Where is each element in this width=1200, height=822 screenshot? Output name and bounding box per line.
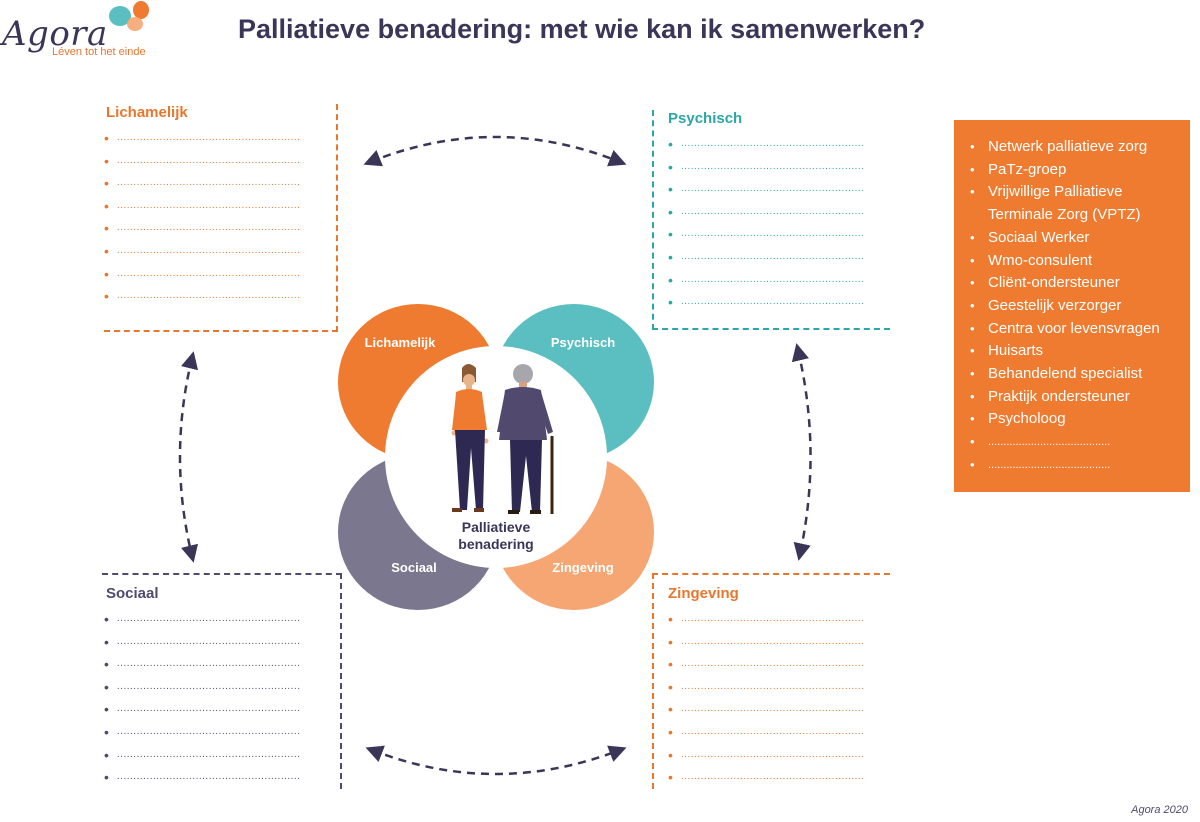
- list-item: •.......................................…: [668, 248, 865, 265]
- list-item: •.......................................…: [104, 746, 301, 763]
- list-item: •.......................................…: [104, 220, 301, 237]
- arrow-right: [791, 343, 812, 561]
- elderly-man-figure-icon: [497, 364, 554, 514]
- petal-label-sociaal: Sociaal: [391, 560, 437, 575]
- footer-credit: Agora 2020: [1131, 804, 1188, 816]
- list-item: •.......................................…: [668, 678, 865, 695]
- list-item: •PaTz-groep: [970, 160, 1067, 178]
- logo-wordmark: Agora: [2, 14, 108, 54]
- list-item: •Psycholoog: [970, 410, 1066, 428]
- quadrant-sociaal: Sociaal •...............................…: [102, 573, 342, 789]
- list-item: •.......................................…: [104, 175, 301, 192]
- logo-tagline: Léven tot het einde: [52, 46, 146, 58]
- quadrant-title: Psychisch: [668, 110, 743, 127]
- list-item: •.......................................…: [104, 242, 301, 259]
- list-item: •.......................................…: [104, 701, 301, 718]
- quadrant-list: •.......................................…: [654, 608, 890, 789]
- petal-label-zingeving: Zingeving: [552, 560, 613, 575]
- list-item: •.......................................…: [668, 611, 865, 627]
- list-item: •Sociaal Werker: [970, 228, 1090, 246]
- quadrant-lichamelijk: Lichamelijk •...........................…: [104, 104, 338, 332]
- quadrant-title: Zingeving: [668, 585, 739, 602]
- list-item: •.......................................…: [668, 136, 865, 152]
- quadrant-title: Lichamelijk: [106, 104, 188, 121]
- center-caption-line2: benadering: [458, 536, 533, 552]
- list-item: •Cliënt-ondersteuner: [970, 274, 1120, 292]
- list-item: •.......................................…: [104, 723, 301, 740]
- list-item: •.......................................…: [668, 271, 865, 288]
- center-caption-line1: Palliatieve: [462, 519, 531, 535]
- list-item: •.......................................…: [668, 203, 865, 220]
- list-item: •Geestelijk verzorger: [970, 296, 1122, 314]
- partners-panel: •Netwerk palliatieve zorg •PaTz-groep •V…: [954, 120, 1190, 492]
- logo-blobs-icon: [109, 1, 149, 31]
- list-item: •.......................................…: [104, 130, 301, 146]
- list-item: •.......................................…: [668, 226, 865, 243]
- list-item: •.......................................…: [104, 265, 301, 282]
- list-item: •Wmo-consulent: [970, 251, 1093, 269]
- woman-figure-icon: [451, 364, 489, 512]
- list-item: •.......................................…: [104, 769, 301, 786]
- list-item: •Netwerk palliatieve zorg: [970, 138, 1148, 155]
- arrow-left: [178, 351, 199, 563]
- list-item: •Behandelend specialist: [970, 365, 1143, 383]
- quadrant-zingeving: Zingeving •.............................…: [652, 573, 890, 789]
- list-item: •.......................................…: [104, 152, 301, 169]
- list-item: •Huisarts: [970, 342, 1044, 360]
- list-item: •.......................................…: [104, 611, 301, 627]
- quadrant-list: •.......................................…: [102, 608, 340, 789]
- list-item: •.......................................…: [104, 633, 301, 650]
- list-item: •.......................................…: [104, 656, 301, 673]
- page-title: Palliatieve benadering: met wie kan ik s…: [238, 14, 926, 44]
- petal-label-lichamelijk: Lichamelijk: [365, 335, 437, 350]
- quadrant-psychisch: Psychisch •.............................…: [652, 110, 890, 330]
- list-item: •.......................................…: [668, 769, 865, 786]
- list-item: •.......................................…: [668, 181, 865, 198]
- list-item: •.......................................…: [104, 197, 301, 214]
- arrow-top: [363, 135, 627, 167]
- list-item: Terminale Zorg (VPTZ): [988, 206, 1141, 224]
- list-item: •.......................................…: [668, 656, 865, 673]
- quadrant-list: •.......................................…: [654, 133, 890, 314]
- petal-label-psychisch: Psychisch: [551, 335, 615, 350]
- list-item: •.......................................…: [970, 434, 1111, 450]
- quadrant-list: •.......................................…: [104, 127, 336, 308]
- list-item: •.......................................…: [668, 746, 865, 763]
- partners-list: •Netwerk palliatieve zorg •PaTz-groep •V…: [954, 120, 1190, 477]
- quadrant-title: Sociaal: [106, 585, 159, 602]
- list-item: •.......................................…: [668, 723, 865, 740]
- list-item: •.......................................…: [668, 701, 865, 718]
- list-item: •.......................................…: [970, 456, 1111, 472]
- list-item: •.......................................…: [668, 158, 865, 175]
- list-item: •.......................................…: [104, 678, 301, 695]
- list-item: •.......................................…: [668, 633, 865, 650]
- list-item: •Praktijk ondersteuner: [970, 387, 1130, 405]
- list-item: •.......................................…: [668, 294, 865, 311]
- arrow-bottom: [365, 745, 627, 776]
- agora-logo: Agora Léven tot het einde: [0, 0, 160, 62]
- list-item: •Centra voor levensvragen: [970, 319, 1160, 337]
- list-item: •Vrijwillige Palliatieve: [970, 183, 1123, 201]
- list-item: •.......................................…: [104, 288, 301, 305]
